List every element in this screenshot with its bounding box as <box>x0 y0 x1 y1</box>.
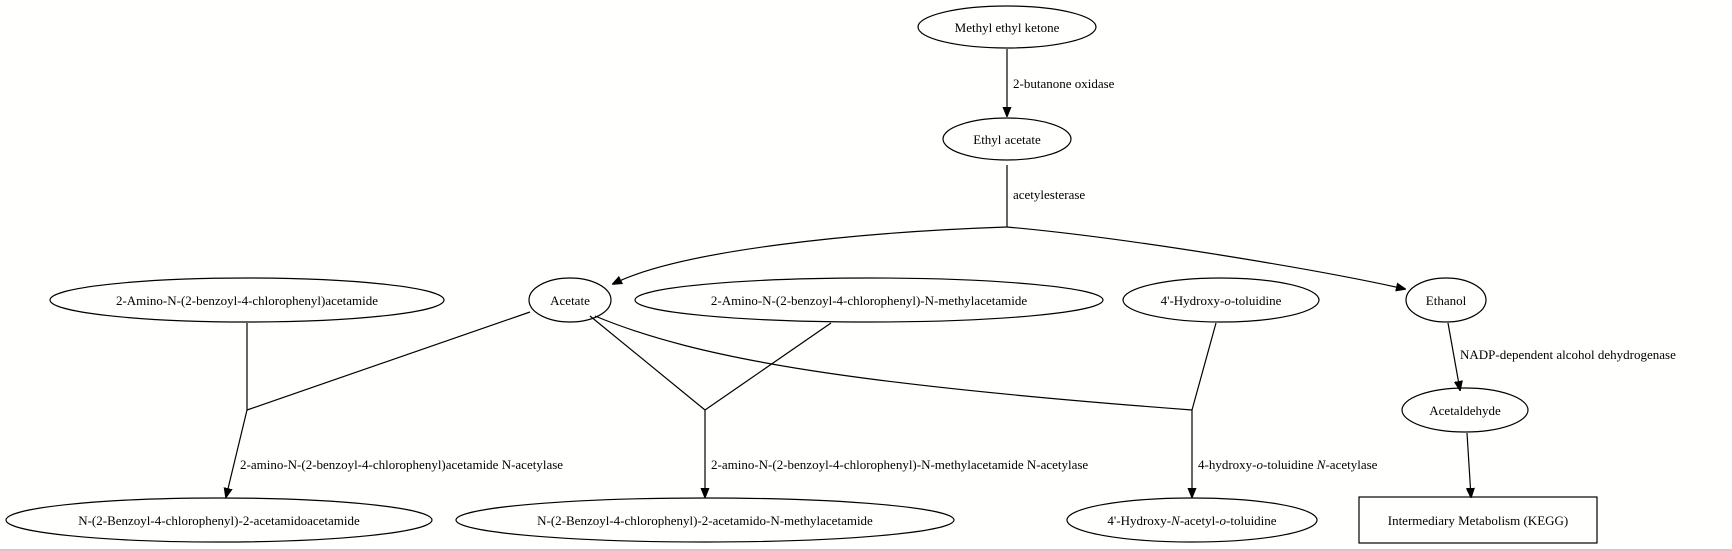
edge-acetate-to-junction3 <box>594 315 1193 411</box>
node-ethanol[interactable]: Ethanol <box>1405 277 1487 323</box>
node-intermediary-metabolism[interactable]: Intermediary Metabolism (KEGG) <box>1358 496 1598 544</box>
node-label-hydroxy-o-toluidine-part1: 4'-Hydroxy- <box>1161 293 1225 308</box>
node-label-hydroxy-n-acetyl-italic1: N <box>1170 513 1181 528</box>
node-acetaldehyde[interactable]: Acetaldehyde <box>1401 387 1529 433</box>
edge-label-toluidine-acetylase-part2: -toluidine <box>1263 457 1317 472</box>
edge-label-toluidine-acetylase-italic2: N <box>1316 457 1327 472</box>
edge-label-nadp-adh: NADP-dependent alcohol dehydrogenase <box>1460 347 1676 362</box>
edge-hydroxy-toluidine-to-junction3 <box>1191 322 1217 411</box>
edge-label-toluidine-acetylase: 4-hydroxy-o-toluidine N-acetylase <box>1198 457 1378 472</box>
node-label-hydroxy-n-acetyl-italic2: o <box>1220 513 1227 528</box>
node-amino-benzoyl-methylacetamide[interactable]: 2-Amino-N-(2-benzoyl-4-chlorophenyl)-N-m… <box>634 277 1104 323</box>
node-label-acetate: Acetate <box>550 293 590 308</box>
node-methyl-ethyl-ketone[interactable]: Methyl ethyl ketone <box>917 5 1097 49</box>
node-label-amino-benzoyl-acetamide: 2-Amino-N-(2-benzoyl-4-chlorophenyl)acet… <box>116 293 378 308</box>
node-label-benzoyl-acetamido-methylacetamide: N-(2-Benzoyl-4-chlorophenyl)-2-acetamido… <box>537 513 873 528</box>
node-label-amino-benzoyl-methylacetamide: 2-Amino-N-(2-benzoyl-4-chlorophenyl)-N-m… <box>711 293 1027 308</box>
node-label-acetaldehyde: Acetaldehyde <box>1429 403 1501 418</box>
edge-acetaldehyde-to-kegg <box>1467 432 1471 497</box>
edge-ethanol-to-acetaldehyde <box>1447 322 1460 390</box>
node-acetate[interactable]: Acetate <box>528 277 612 323</box>
node-ethyl-acetate[interactable]: Ethyl acetate <box>942 117 1072 161</box>
edge-label-toluidine-acetylase-italic1: o <box>1257 457 1264 472</box>
node-benzoyl-acetamidoacetamide[interactable]: N-(2-Benzoyl-4-chlorophenyl)-2-acetamido… <box>5 497 433 543</box>
node-hydroxy-n-acetyl-o-toluidine[interactable]: 4'-Hydroxy-N-acetyl-o-toluidine <box>1066 497 1318 543</box>
node-label-ethyl-acetate: Ethyl acetate <box>973 132 1041 147</box>
node-label-hydroxy-n-acetyl-o-toluidine: 4'-Hydroxy-N-acetyl-o-toluidine <box>1107 513 1276 528</box>
edge-label-acetylesterase: acetylesterase <box>1013 187 1085 202</box>
node-label-ethanol: Ethanol <box>1426 293 1467 308</box>
node-label-hydroxy-n-acetyl-part3: -toluidine <box>1226 513 1277 528</box>
edge-label-toluidine-acetylase-part3: -acetylase <box>1325 457 1377 472</box>
edge-label-toluidine-acetylase-part1: 4-hydroxy- <box>1198 457 1257 472</box>
node-label-hydroxy-n-acetyl-part2: -acetyl- <box>1180 513 1220 528</box>
edge-acetate-to-junction1 <box>246 311 531 411</box>
node-amino-benzoyl-acetamide[interactable]: 2-Amino-N-(2-benzoyl-4-chlorophenyl)acet… <box>49 277 445 323</box>
edge-label-methylacetamide-acetylase: 2-amino-N-(2-benzoyl-4-chlorophenyl)-N-m… <box>711 457 1088 472</box>
edge-junction-to-ethanol <box>1006 226 1405 289</box>
edge-label-butanone-oxidase: 2-butanone oxidase <box>1013 76 1115 91</box>
edge-junction1-to-product <box>226 409 248 497</box>
edge-junction-to-acetate <box>613 226 1008 284</box>
edge-amino-methylacetamide-to-junction2 <box>704 322 832 411</box>
node-benzoyl-acetamido-methylacetamide[interactable]: N-(2-Benzoyl-4-chlorophenyl)-2-acetamido… <box>455 497 955 543</box>
edge-acetate-to-junction2 <box>589 315 706 411</box>
edge-label-acetamide-acetylase: 2-amino-N-(2-benzoyl-4-chlorophenyl)acet… <box>240 457 563 472</box>
node-label-benzoyl-acetamidoacetamide: N-(2-Benzoyl-4-chlorophenyl)-2-acetamido… <box>78 513 360 528</box>
node-label-hydroxy-o-toluidine-part2: -toluidine <box>1231 293 1282 308</box>
node-hydroxy-o-toluidine[interactable]: 4'-Hydroxy-o-toluidine <box>1122 277 1320 323</box>
node-label-intermediary-metabolism: Intermediary Metabolism (KEGG) <box>1388 513 1569 528</box>
node-label-methyl-ethyl-ketone: Methyl ethyl ketone <box>955 20 1060 35</box>
node-label-hydroxy-n-acetyl-part1: 4'-Hydroxy- <box>1107 513 1171 528</box>
node-label-hydroxy-o-toluidine: 4'-Hydroxy-o-toluidine <box>1161 293 1282 308</box>
node-label-hydroxy-o-toluidine-italic: o <box>1224 293 1231 308</box>
